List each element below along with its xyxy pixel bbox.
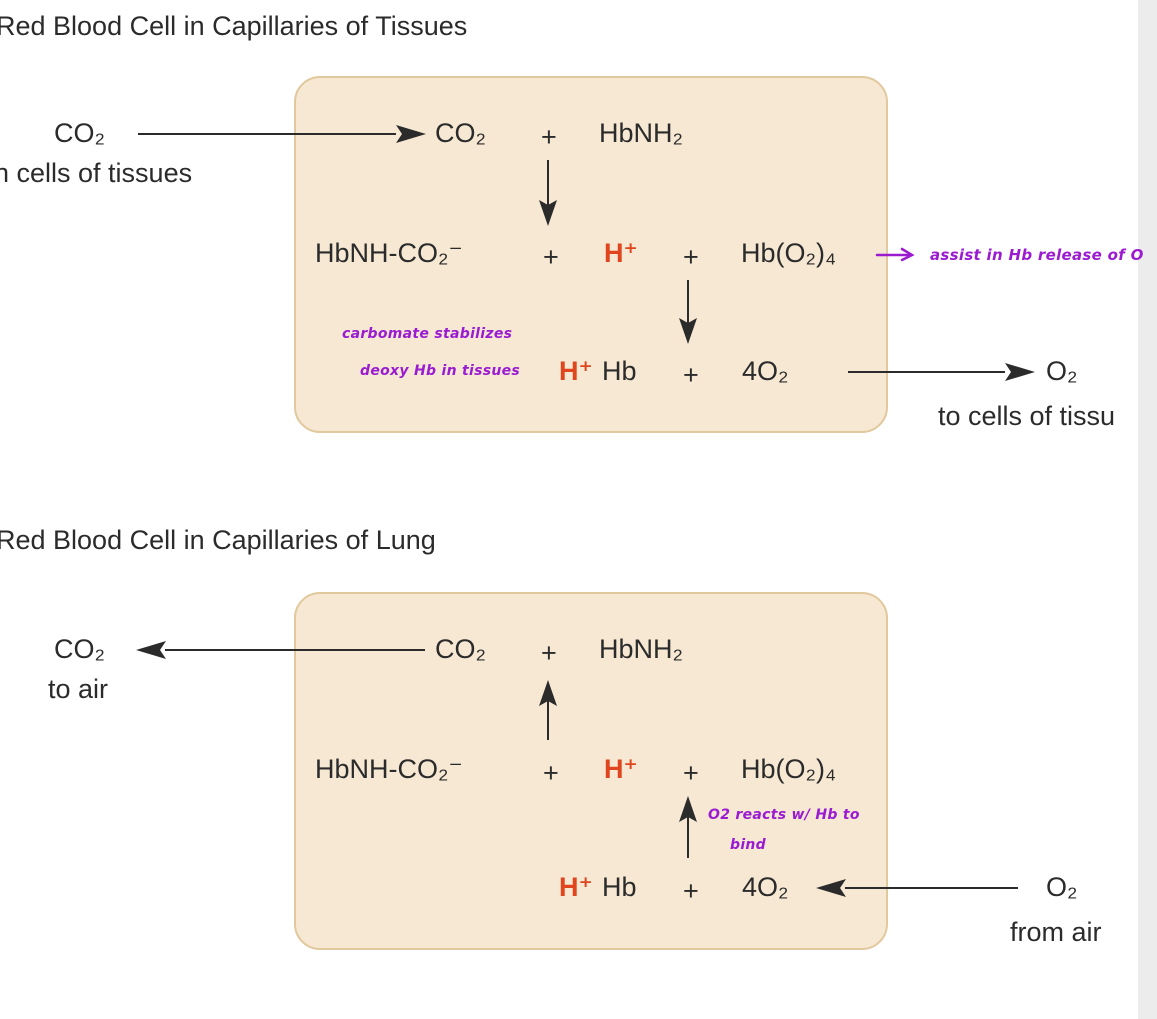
tissues-row1-plus: +	[541, 122, 557, 152]
tissues-note-left-1: carbomate stabilizes	[342, 326, 513, 342]
tissues-row1-co2: CO₂	[435, 118, 486, 148]
tissues-o2-out-label: O₂	[1046, 356, 1078, 386]
tissues-title: Red Blood Cell in Capillaries of Tissues	[0, 11, 468, 41]
tissues-co2-source: n cells of tissues	[0, 158, 193, 188]
tissues-note-left-2: deoxy Hb in tissues	[360, 363, 521, 379]
page-edge-strip	[1138, 0, 1157, 1019]
lung-row2-carbamate: HbNH-CO₂⁻	[315, 754, 463, 784]
lung-row2-proton: H⁺	[604, 754, 638, 784]
lung-row1-plus: +	[541, 638, 557, 668]
lung-row3-4o2: 4O₂	[742, 872, 789, 902]
lung-note-1: O2 reacts w/ Hb to	[708, 807, 860, 823]
lung-co2-out-label: CO₂	[54, 634, 105, 664]
lung-row2-plus1: +	[543, 758, 559, 788]
tissues-row2-oxyhb: Hb(O₂)₄	[741, 238, 837, 268]
tissues-co2-in-label: CO₂	[54, 118, 105, 148]
tissues-row3-4o2: 4O₂	[742, 356, 789, 386]
lung-row3-proton: H⁺	[559, 872, 593, 902]
lung-o2-in-label: O₂	[1046, 872, 1078, 902]
tissues-row3-proton: H⁺	[559, 356, 593, 386]
tissues-row2-plus2: +	[683, 242, 699, 272]
lung-row1-hbnh2: HbNH₂	[599, 634, 683, 664]
lung-row2-plus2: +	[683, 758, 699, 788]
tissues-rbc-box	[294, 76, 888, 433]
lung-note-2: bind	[730, 837, 767, 853]
lung-co2-destination: to air	[48, 674, 109, 704]
tissues-row2-plus1: +	[543, 242, 559, 272]
tissues-row2-carbamate: HbNH-CO₂⁻	[315, 238, 463, 268]
tissues-o2-destination: to cells of tissu	[938, 401, 1116, 431]
lung-title: Red Blood Cell in Capillaries of Lung	[0, 525, 436, 555]
lung-row3-plus: +	[683, 876, 699, 906]
lung-o2-source: from air	[1010, 917, 1102, 947]
tissues-row1-hbnh2: HbNH₂	[599, 118, 683, 148]
lung-rbc-box	[294, 592, 888, 950]
tissues-row3-plus: +	[683, 360, 699, 390]
lung-row3-hb: Hb	[602, 872, 637, 902]
lung-row1-co2: CO₂	[435, 634, 486, 664]
tissues-row3-hb: Hb	[602, 356, 637, 386]
lung-row2-oxyhb: Hb(O₂)₄	[741, 754, 837, 784]
tissues-note-right: assist in Hb release of O	[930, 246, 1144, 264]
tissues-row2-proton: H⁺	[604, 238, 638, 268]
